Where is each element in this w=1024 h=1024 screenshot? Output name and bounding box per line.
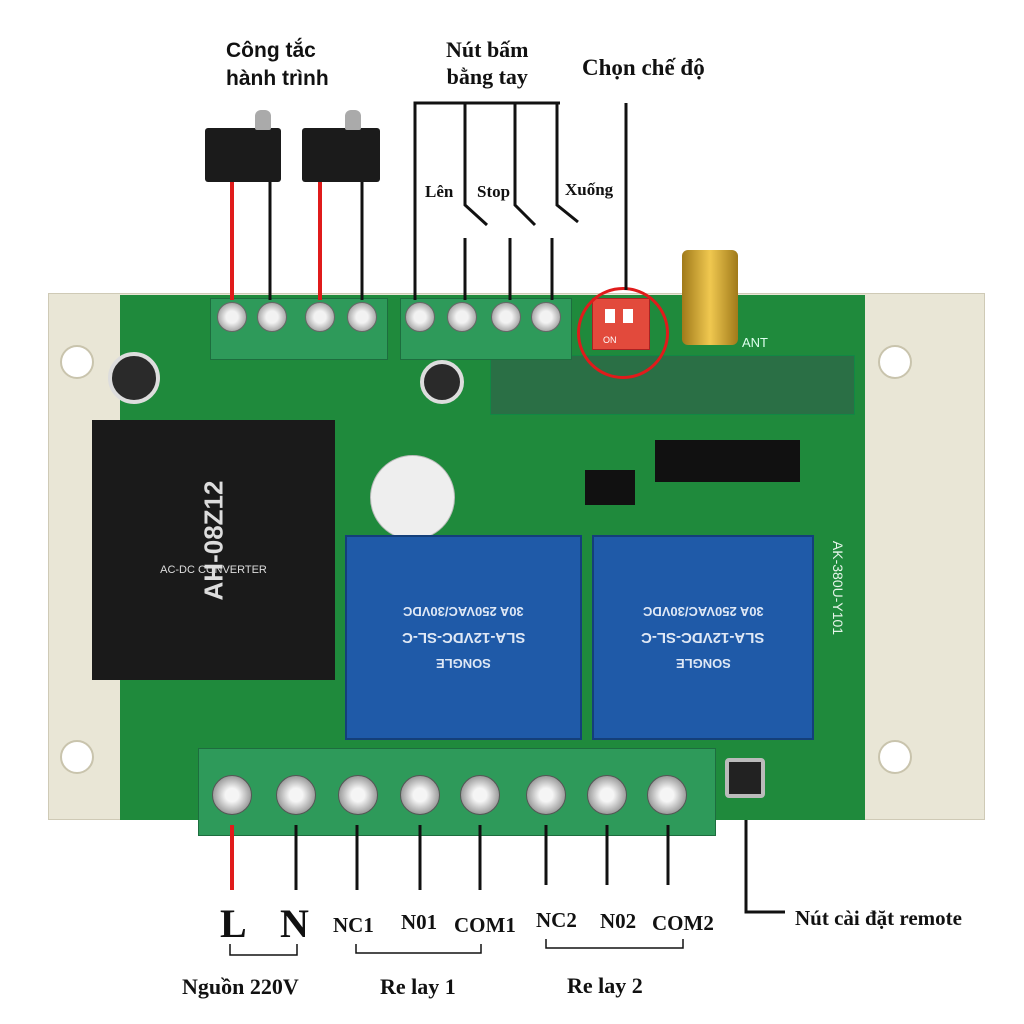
button-common-wire [413, 101, 560, 300]
no2-label: N02 [600, 909, 637, 933]
terminal-L-label: L [220, 901, 247, 946]
limit-switch-label-line2: hành trình [226, 67, 329, 90]
button-up-wire [463, 103, 489, 227]
limit-switch-1 [205, 128, 281, 182]
roller-icon [255, 110, 271, 130]
capacitor [420, 360, 464, 404]
mode-select-label: Chọn chế độ [582, 55, 705, 80]
button-down-wire [555, 103, 579, 224]
terminal-screw[interactable] [347, 302, 377, 332]
limit-switch-label-line1: Công tắc [226, 39, 316, 62]
nc2-label: NC2 [536, 908, 577, 932]
manual-buttons-label-line1: Nút bấm [446, 37, 529, 62]
ic-chip [655, 440, 800, 482]
mount-hole [60, 740, 94, 774]
terminal-screw-N[interactable] [276, 775, 316, 815]
mount-hole [878, 345, 912, 379]
terminal-screw-COM2[interactable] [647, 775, 687, 815]
terminal-screw[interactable] [531, 302, 561, 332]
mount-hole [878, 740, 912, 774]
mount-hole [60, 345, 94, 379]
remote-button-label: Nút cài đặt remote [795, 906, 962, 930]
relay1-bracket [355, 944, 482, 954]
antenna-connector [682, 250, 738, 345]
buzzer [370, 455, 455, 540]
terminal-screw[interactable] [217, 302, 247, 332]
board-model: AK-380U-Y101 [830, 540, 846, 636]
button-stop-label: Stop [477, 182, 511, 201]
terminal-screw[interactable] [447, 302, 477, 332]
relay2-bracket [545, 939, 684, 949]
remote-button-line [744, 820, 785, 914]
roller-icon [345, 110, 361, 130]
terminal-screw-NO1[interactable] [400, 775, 440, 815]
limit-switch-2 [302, 128, 380, 182]
antenna-label: ANT [742, 335, 768, 350]
relay1-label: Re lay 1 [380, 974, 456, 999]
button-down-label: Xuống [565, 180, 614, 199]
manual-buttons-label-line2: bằng tay [446, 64, 528, 89]
power-label: Nguồn 220V [182, 974, 299, 999]
manual-buttons-label: Nút bấm bằng tay [446, 36, 529, 90]
capacitor [108, 352, 160, 404]
relay-2: 30A 250VAC/30VDC SLA-12VDC-SL-C SONGLE [592, 535, 814, 740]
rf-module [490, 355, 855, 415]
relay2-label: Re lay 2 [567, 973, 643, 998]
com2-label: COM2 [652, 911, 714, 935]
module-type: AC-DC CONVERTER [160, 563, 267, 576]
nc1-label: NC1 [333, 913, 374, 937]
terminal-screw-COM1[interactable] [460, 775, 500, 815]
highlight-circle [577, 287, 669, 379]
terminal-screw-L[interactable] [212, 775, 252, 815]
terminal-N-label: N [280, 901, 309, 946]
terminal-screw[interactable] [491, 302, 521, 332]
limit-switch-label: Công tắc hành trình [226, 37, 329, 93]
terminal-screw-NO2[interactable] [587, 775, 627, 815]
terminal-screw[interactable] [405, 302, 435, 332]
com1-label: COM1 [454, 913, 516, 937]
terminal-screw-NC2[interactable] [526, 775, 566, 815]
ic-chip [585, 470, 635, 505]
power-bracket [229, 944, 298, 956]
no1-label: N01 [401, 910, 438, 934]
button-up-label: Lên [425, 182, 454, 201]
terminal-screw[interactable] [305, 302, 335, 332]
terminal-screw-NC1[interactable] [338, 775, 378, 815]
button-stop-wire [513, 103, 537, 227]
remote-pairing-button[interactable] [725, 758, 765, 798]
terminal-screw[interactable] [257, 302, 287, 332]
relay-1: 30A 250VAC/30VDC SLA-12VDC-SL-C SONGLE [345, 535, 582, 740]
acdc-module: AH-08Z12 AC-DC CONVERTER [92, 420, 335, 680]
